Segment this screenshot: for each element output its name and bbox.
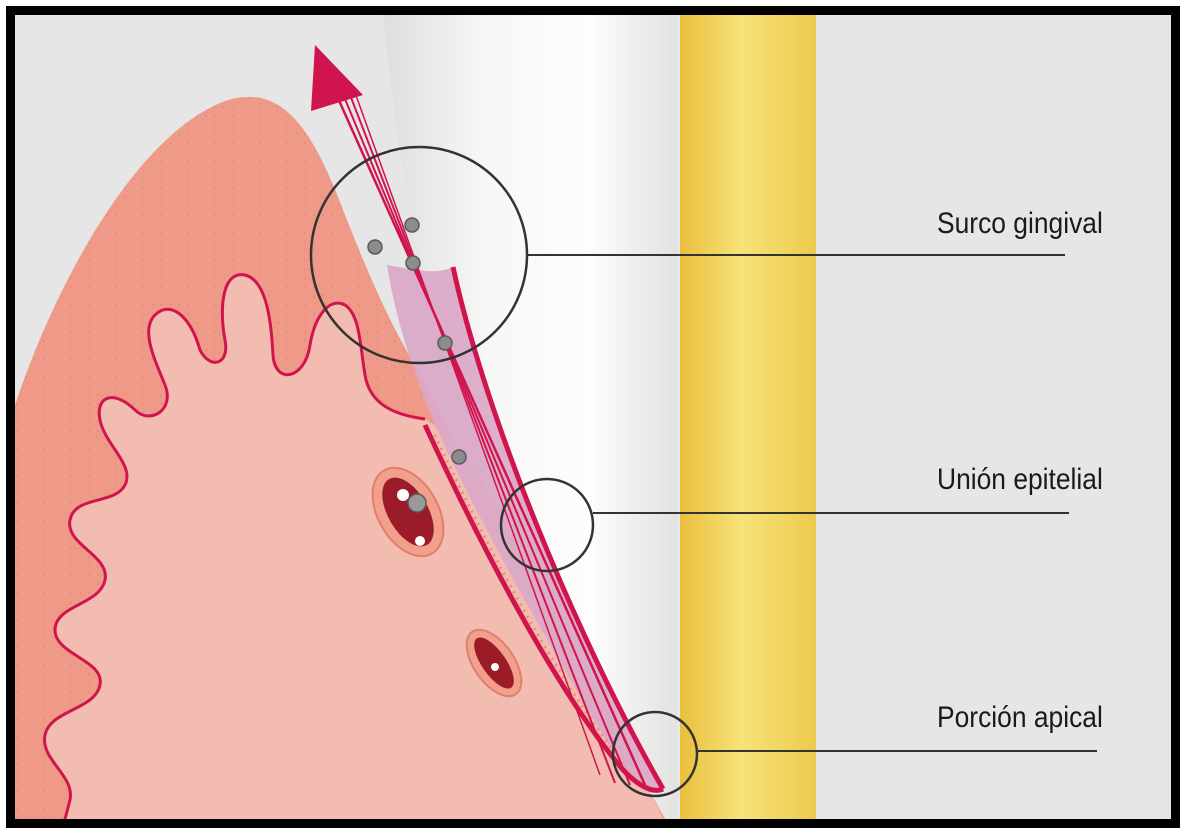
- gingival-diagram: [15, 15, 1171, 819]
- label-porcion-apical: Porción apical: [937, 701, 1103, 735]
- diagram-frame: Surco gingival Unión epitelial Porción a…: [6, 6, 1180, 828]
- arrow-head: [311, 45, 363, 111]
- cell: [406, 256, 420, 270]
- label-union-epitelial: Unión epitelial: [937, 463, 1103, 497]
- label-surco-gingival: Surco gingival: [937, 207, 1103, 241]
- cell: [452, 450, 466, 464]
- tooth-root: [680, 15, 816, 819]
- cell: [405, 218, 419, 232]
- cell: [438, 336, 452, 350]
- cell: [368, 240, 382, 254]
